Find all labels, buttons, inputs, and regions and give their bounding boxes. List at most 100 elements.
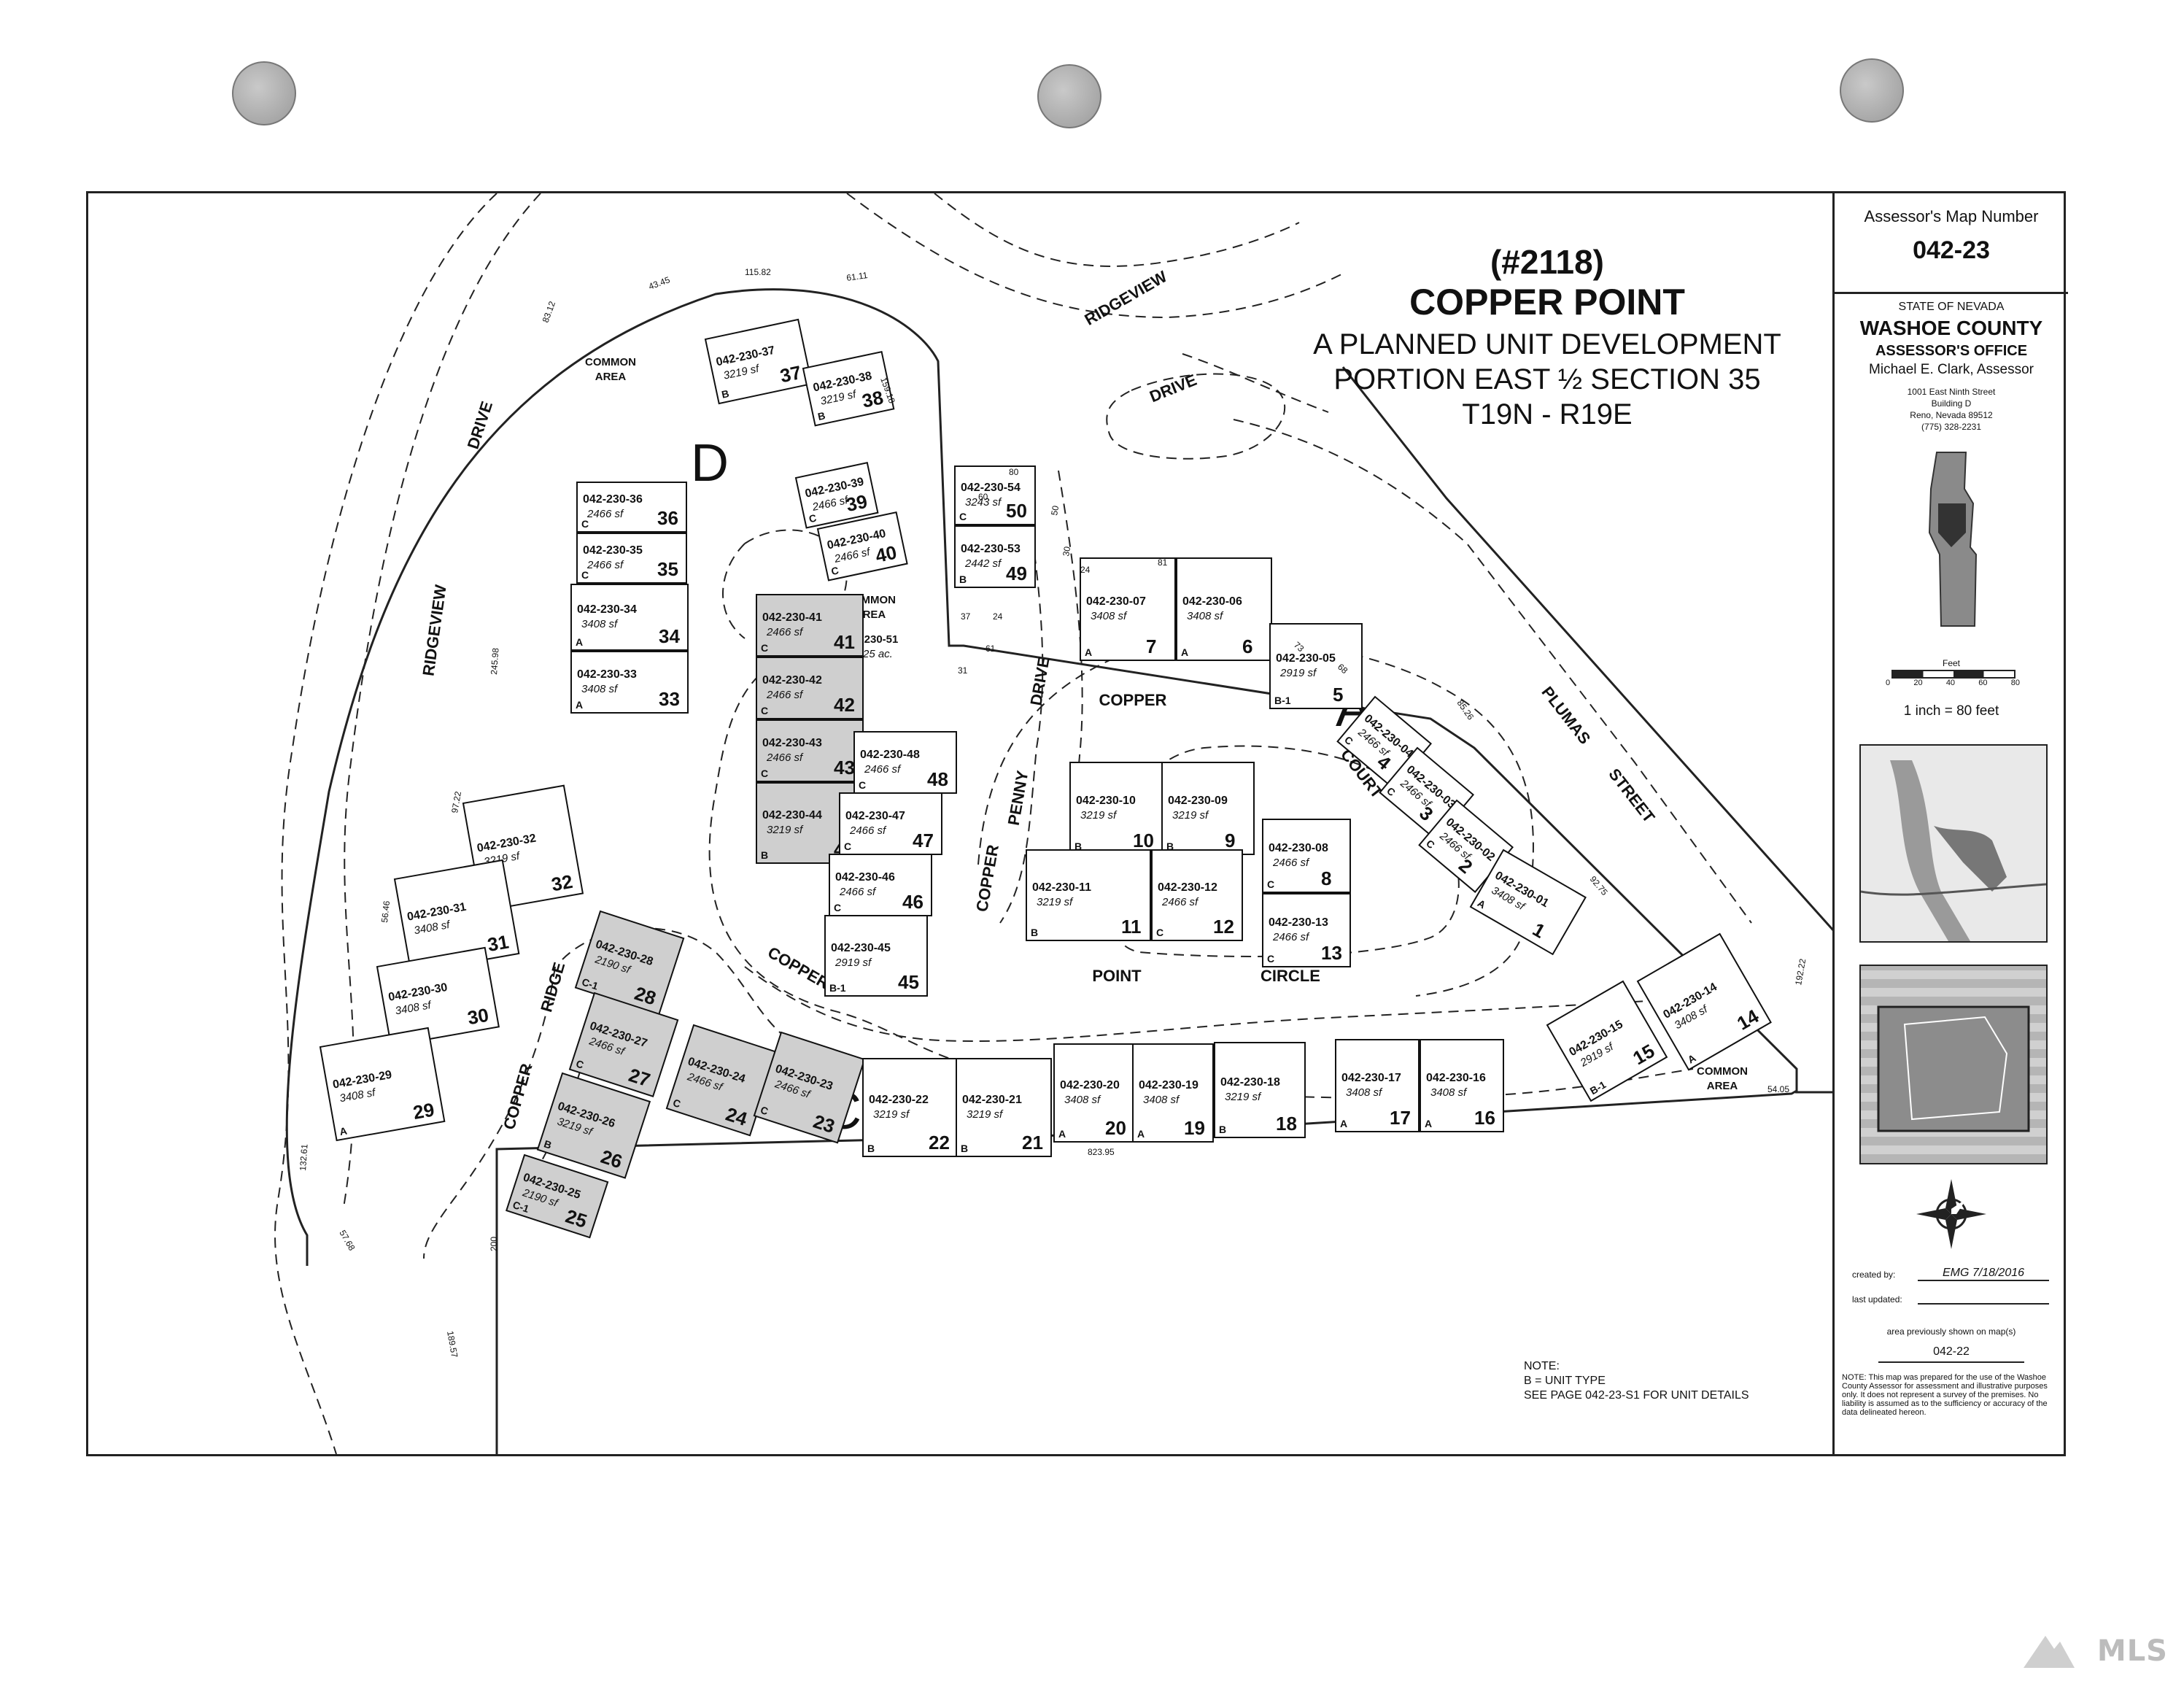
state-label: STATE OF NEVADA xyxy=(1898,301,2005,313)
dimension-label: 37 xyxy=(961,611,971,622)
lot-outline xyxy=(536,1072,651,1179)
lot-area: 3219 sf xyxy=(1080,809,1118,822)
area-map xyxy=(1859,965,2048,1164)
scale-bar xyxy=(1891,670,2015,679)
lot-unit-type: C xyxy=(830,564,840,577)
lot-apn: 042-230-43 xyxy=(762,737,822,749)
street-circle: CIRCLE xyxy=(1261,967,1320,985)
lot-apn: 042-230-07 xyxy=(1086,595,1146,608)
lot-unit-type: B xyxy=(721,387,730,401)
lot-area: 2466 sf xyxy=(586,559,624,571)
scale-tick-60: 60 xyxy=(1978,679,1988,687)
lot-unit-type: C-1 xyxy=(581,975,600,992)
dimension-label: 192.22 xyxy=(1793,958,1808,986)
lot-number: 12 xyxy=(1213,916,1234,938)
lot-outline xyxy=(376,946,500,1047)
plumas-west xyxy=(1233,419,1752,924)
street-copper-court: COPPER xyxy=(1099,691,1167,709)
lot-number: 34 xyxy=(659,625,680,647)
lot-number: 32 xyxy=(550,870,575,896)
lot-area: 3219 sf xyxy=(967,1108,1004,1121)
vicinity-map xyxy=(1859,744,2048,943)
lot-area: 3219 sf xyxy=(1225,1091,1262,1103)
lot-area: 2466 sf xyxy=(1161,896,1199,908)
last-updated-row: last updated: xyxy=(1852,1294,2056,1305)
ridgeview-west-edge xyxy=(274,193,497,1454)
lot-apn: 042-230-21 xyxy=(962,1094,1022,1106)
previous-maps-label: area previously shown on map(s) xyxy=(1886,1326,2016,1337)
note-line1: NOTE: xyxy=(1524,1360,1560,1372)
note-block: NOTE: B = UNIT TYPE SEE PAGE 042-23-S1 F… xyxy=(1524,1360,1749,1402)
lot-unit-type: B xyxy=(1031,927,1038,938)
lot-area: 3408 sf xyxy=(1091,610,1128,622)
phone-line: (775) 328-2231 xyxy=(1921,422,1982,432)
street-drive-left: DRIVE xyxy=(464,399,497,452)
lot-unit-type: A xyxy=(1058,1128,1066,1140)
lot-unit-type: C xyxy=(959,511,967,522)
street-copper-ridge: COPPER xyxy=(500,1062,536,1132)
address-line3: Reno, Nevada 89512 xyxy=(1910,410,1993,420)
lot-area: 2466 sf xyxy=(766,626,804,638)
lot-outline xyxy=(1469,849,1587,956)
lot-outline xyxy=(1080,557,1176,661)
north-arrow-icon xyxy=(1916,1179,1986,1249)
lot-apn: 042-230-44 xyxy=(762,809,822,822)
lot-unit-type: C xyxy=(808,512,817,525)
last-updated-line xyxy=(1918,1303,2049,1305)
lot-apn: 042-230-17 xyxy=(1341,1072,1401,1084)
dimension-label: 189.57 xyxy=(445,1330,460,1359)
map-number-label: Assessor's Map Number xyxy=(1864,207,2039,225)
lot-area: 3408 sf xyxy=(1346,1086,1383,1099)
lot-number: 50 xyxy=(1006,500,1027,522)
lot-unit-type: B xyxy=(1166,840,1174,852)
lot-number: 17 xyxy=(1390,1107,1411,1129)
scale-text: 1 inch = 80 feet xyxy=(1903,703,1999,719)
dimension-label: 132.61 xyxy=(298,1143,310,1171)
lot-apn: 042-230-48 xyxy=(860,749,920,761)
lot-apn: 042-230-18 xyxy=(1220,1076,1280,1089)
dimension-label: 83.12 xyxy=(541,300,558,324)
street-plumas: PLUMAS xyxy=(1538,683,1594,748)
dimension-label: 85.26 xyxy=(1455,698,1476,722)
common-area-1-label: COMMON xyxy=(585,356,636,368)
lot-number: 18 xyxy=(1276,1113,1297,1135)
lot-number: 33 xyxy=(659,688,680,710)
section-letter-d: D xyxy=(691,434,729,492)
lot-outline xyxy=(506,1153,609,1239)
dimension-label: 43.45 xyxy=(647,274,671,292)
address-line2: Building D xyxy=(1931,398,1972,409)
map-frame: (#2118) COPPER POINT A PLANNED UNIT DEVE… xyxy=(86,191,2066,1456)
lot-number: 10 xyxy=(1133,830,1154,851)
lot-apn: 042-230-45 xyxy=(831,942,891,954)
lot-unit-type: A xyxy=(338,1125,348,1138)
note-line2: B = UNIT TYPE xyxy=(1524,1375,1606,1387)
lot-area: 3219 sf xyxy=(873,1108,910,1121)
scale-feet-label: Feet xyxy=(1942,658,1960,668)
lot-number: 46 xyxy=(902,891,923,913)
lot-area: 2466 sf xyxy=(864,763,902,776)
dimension-label: 24 xyxy=(1080,565,1091,575)
title-line3: T19N - R19E xyxy=(1462,398,1632,430)
lot-apn: 042-230-46 xyxy=(835,871,895,884)
lot-outline xyxy=(862,1058,959,1157)
lot-apn: 042-230-47 xyxy=(845,810,905,822)
lot-number: 35 xyxy=(657,558,678,580)
lot-area: 2466 sf xyxy=(1272,931,1310,943)
lot-unit-type: C xyxy=(761,705,768,716)
area-map-drawing xyxy=(1877,1005,2030,1132)
